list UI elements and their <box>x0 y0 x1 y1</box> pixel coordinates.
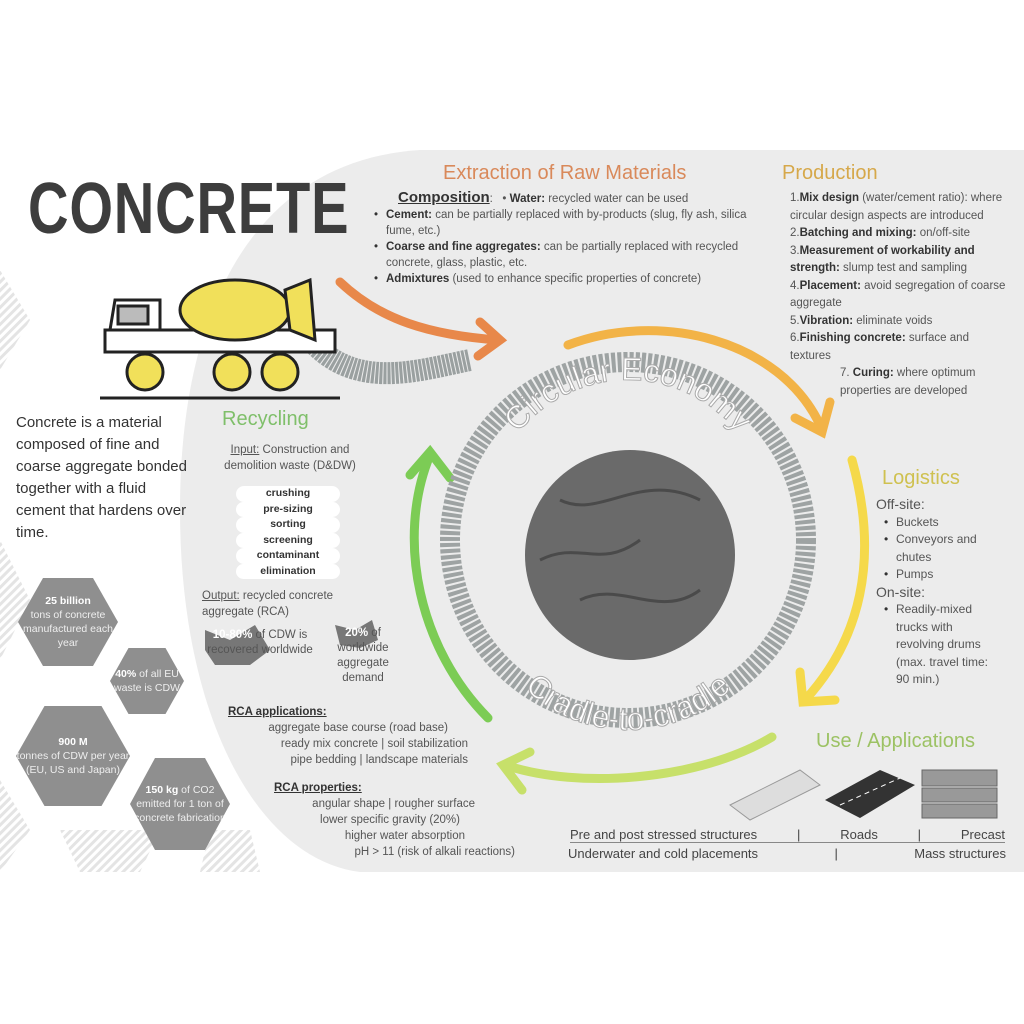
burst-badge <box>335 620 378 648</box>
recycling-heading: Recycling <box>222 408 309 430</box>
concrete-pour-stream <box>307 336 473 385</box>
intro-text: Concrete is a material composed of fine … <box>16 414 187 541</box>
burst-badge <box>205 625 270 665</box>
arrow-use <box>500 732 777 783</box>
concrete-truck-icon <box>100 277 340 400</box>
hex-pattern <box>0 270 260 872</box>
use-heading: Use / Applications <box>816 730 975 752</box>
page-title: CONCRETE <box>28 169 350 249</box>
production-list: 1.Mix design (water/cement ratio): where… <box>790 192 1006 397</box>
precast-slabs-icon <box>921 769 998 819</box>
arrow-production <box>563 326 825 430</box>
logistics-list: Off-site: BucketsConveyors and chutesPum… <box>876 496 1001 689</box>
circular-ring <box>440 352 816 728</box>
production-heading: Production <box>782 162 878 184</box>
demand-stat: 20% of worldwide aggregate demand <box>337 627 389 684</box>
use-row-2: Underwater and cold placements|Mass stru… <box>568 846 1006 861</box>
recovery-stat: 10-80% of CDW is recovered worldwide <box>207 629 313 656</box>
use-row-1: Pre and post stressed structures|Roads|P… <box>570 827 1005 843</box>
extraction-list: Composition: • Water: recycled water can… <box>374 190 754 288</box>
logistics-heading: Logistics <box>882 467 960 489</box>
arrow-recycling <box>409 450 493 723</box>
recycling-output: Output: recycled concrete aggregate (RCA… <box>202 590 334 618</box>
rca-properties-label: RCA properties: <box>274 782 362 794</box>
arrow-extraction <box>335 277 503 345</box>
concrete-texture <box>525 450 735 660</box>
road-icon <box>825 770 915 818</box>
stat-hex: 40% of all EU waste is CDW <box>110 648 184 714</box>
extraction-heading: Extraction of Raw Materials <box>443 162 687 184</box>
rca-applications: aggregate base course (road base)ready m… <box>268 722 468 766</box>
stressed-structures-icon <box>729 769 821 821</box>
recycling-input: Input: Construction and demolition waste… <box>224 444 356 472</box>
arrow-logistics <box>800 455 870 705</box>
rca-applications-label: RCA applications: <box>228 706 327 718</box>
